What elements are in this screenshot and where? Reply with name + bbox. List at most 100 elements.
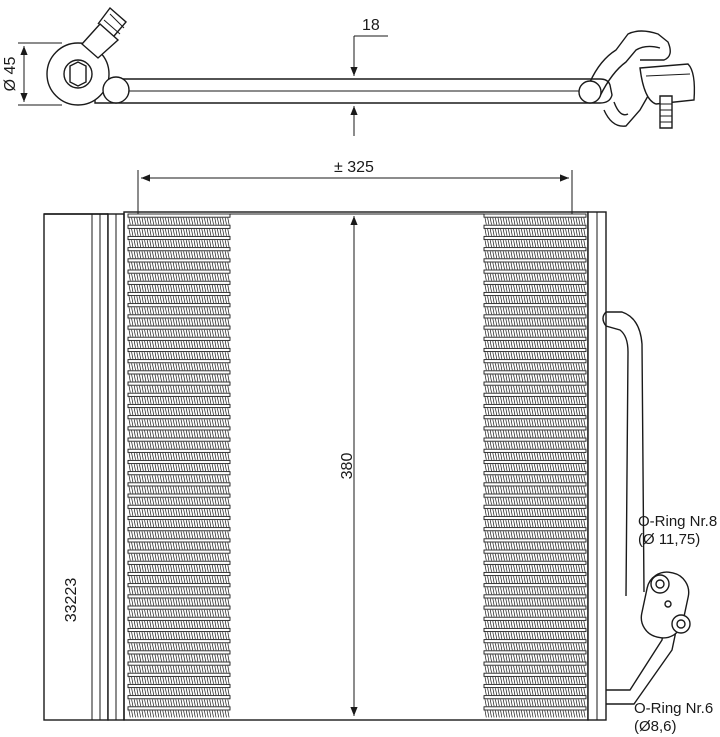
core-fin-row: [484, 497, 586, 505]
core-fin-row: [128, 329, 230, 337]
core-fin-row: [484, 486, 586, 494]
core-fin-row: [484, 665, 586, 673]
core-fin-row: [128, 486, 230, 494]
core-tube: [483, 325, 587, 330]
core-tube: [127, 336, 231, 341]
side-view: Ø 45 18: [2, 6, 696, 136]
core-tube: [483, 571, 587, 577]
core-tube: [483, 515, 587, 521]
core-tube: [483, 627, 587, 633]
core-tube: [483, 650, 587, 655]
core-tube: [127, 639, 231, 644]
core-tube: [483, 280, 587, 285]
core-fin-row: [128, 542, 230, 550]
core-fin-row: [484, 632, 586, 640]
core-fin-row: [484, 396, 586, 404]
core-tube: [127, 448, 231, 453]
core-fin-row: [128, 441, 230, 449]
core-fin-row: [128, 520, 230, 528]
oring-nr8: [650, 574, 670, 594]
core-tube: [127, 437, 231, 442]
core-tube: [483, 459, 587, 465]
core-fin-row: [484, 363, 586, 371]
outlet-pipe: [602, 311, 629, 597]
core-fin-row: [128, 710, 230, 718]
core-tube: [483, 616, 587, 621]
core-tube: [127, 515, 231, 521]
oring-top-line1: O-Ring Nr.8: [638, 513, 717, 530]
core-fin-row: [128, 497, 230, 505]
fin-block-left: [127, 213, 231, 718]
core-fin-row: [484, 688, 586, 696]
core-tube: [127, 650, 231, 655]
core-fin-row: [128, 296, 230, 304]
core-fin-row: [484, 340, 586, 348]
core-tube: [483, 471, 587, 476]
core-tube: [127, 482, 231, 487]
core-fin-row: [484, 251, 586, 259]
core-fin-row: [128, 318, 230, 326]
core-fin-row: [128, 273, 230, 281]
core-tube: [483, 269, 587, 274]
oring-bottom-line2: (Ø8,6): [634, 718, 677, 735]
core-tube: [483, 527, 587, 532]
core-tube: [127, 370, 231, 375]
core-tube: [483, 415, 587, 420]
core-fin-row: [484, 273, 586, 281]
core-fin-row: [128, 385, 230, 393]
core-fin-row: [128, 508, 230, 516]
core-tube: [483, 683, 587, 689]
height-label: 380: [339, 453, 356, 480]
core-fin-row: [484, 564, 586, 572]
core-tube: [127, 706, 231, 711]
core-tube: [127, 213, 231, 218]
core-tube: [127, 471, 231, 476]
core-tube: [483, 493, 587, 498]
core-fin-row: [128, 396, 230, 404]
core-tube: [483, 695, 587, 700]
core-fin-row: [128, 564, 230, 572]
side-tube: [94, 78, 613, 104]
core-tube: [483, 392, 587, 397]
core-fin-row: [484, 598, 586, 606]
core-fin-row: [128, 598, 230, 606]
core-fin-row: [128, 430, 230, 438]
core-fin-row: [484, 318, 586, 326]
core-tube: [127, 359, 231, 364]
core-tube: [483, 314, 587, 319]
core-fin-row: [128, 374, 230, 382]
core-fin-row: [128, 240, 230, 248]
core-fin-row: [484, 553, 586, 561]
core-tube: [127, 571, 231, 577]
core-fin-row: [128, 408, 230, 416]
core-fin-row: [484, 408, 586, 416]
width-label: ± 325: [334, 159, 374, 176]
core-tube: [483, 235, 587, 241]
core-tube: [127, 247, 231, 252]
core-fin-row: [484, 240, 586, 248]
fin-block-right: [483, 213, 587, 718]
core-fin-row: [484, 587, 586, 595]
core-tube: [483, 482, 587, 487]
oring-bottom-line1: O-Ring Nr.6: [634, 700, 713, 717]
core-fin-row: [128, 340, 230, 348]
front-view: ± 325 33223 380: [43, 159, 691, 721]
core-fin-row: [484, 464, 586, 472]
core-tube: [127, 560, 231, 565]
core-fin-row: [484, 419, 586, 427]
core-fin-row: [128, 643, 230, 651]
core-fin-row: [128, 228, 230, 236]
core-fin-row: [128, 620, 230, 628]
core-fin-row: [128, 475, 230, 483]
side-flange: [46, 42, 110, 106]
core-fin-row: [128, 699, 230, 707]
core-fin-row: [128, 262, 230, 270]
core-tube: [483, 359, 587, 364]
core-fin-row: [128, 654, 230, 662]
diameter-label: Ø 45: [2, 57, 19, 92]
core-fin-row: [128, 452, 230, 460]
oring-top-line2: (Ø 11,75): [638, 531, 700, 548]
core-tube: [483, 213, 587, 218]
